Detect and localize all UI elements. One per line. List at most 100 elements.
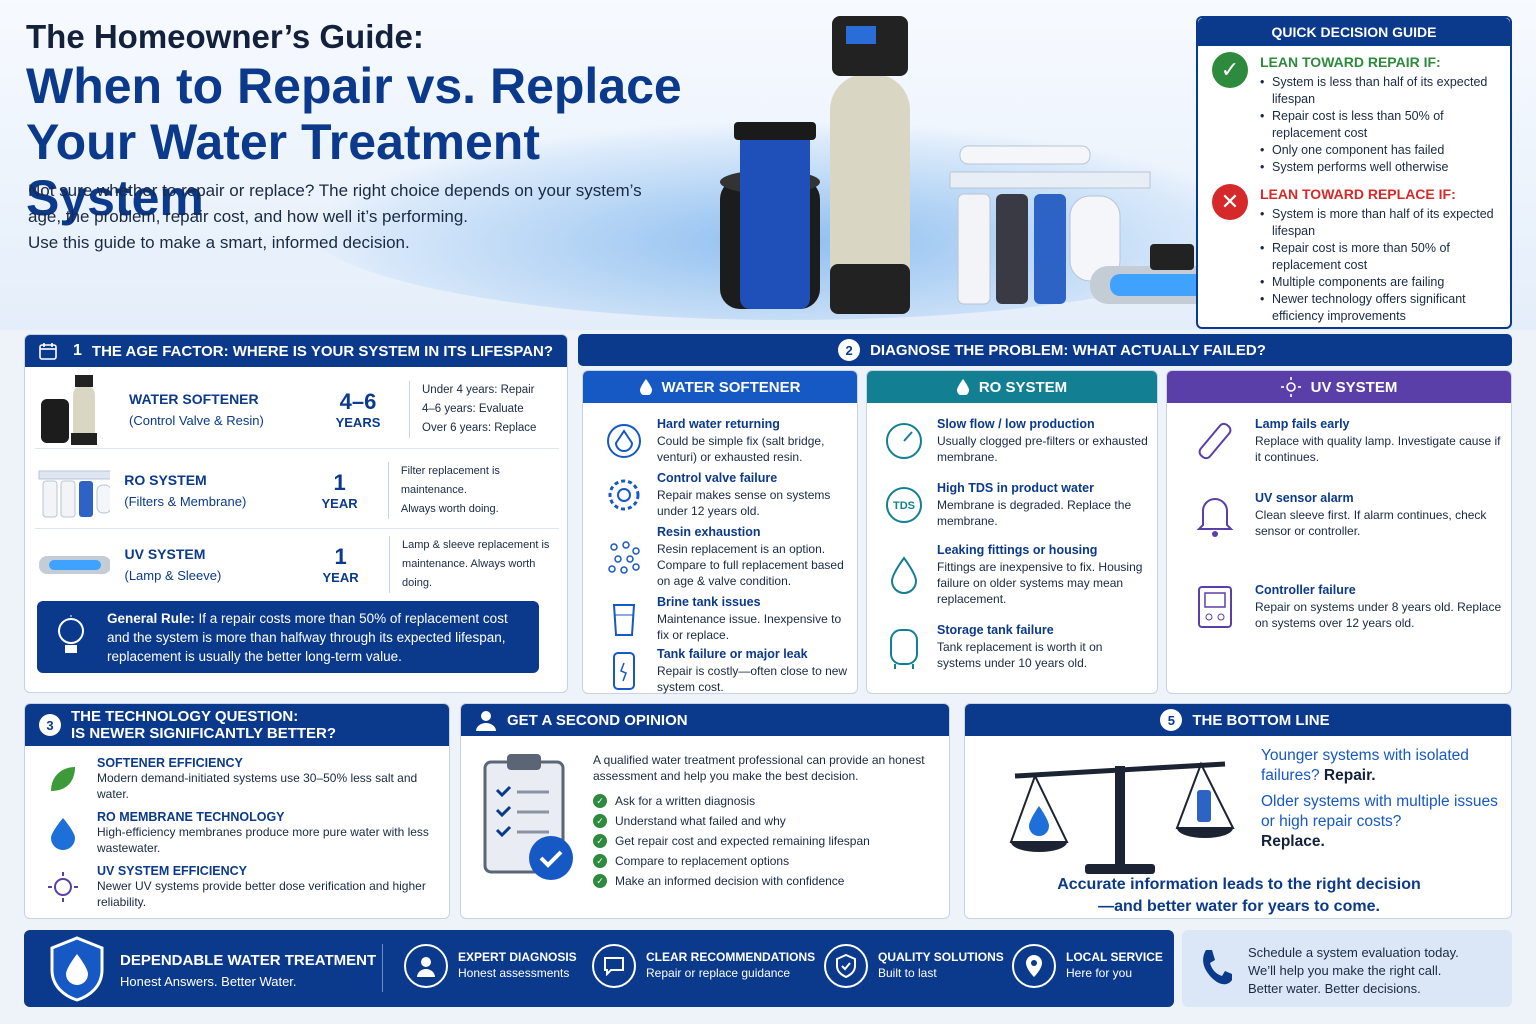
check-icon: ✓ <box>593 874 607 888</box>
age-factor-header: 1 THE AGE FACTOR: WHERE IS YOUR SYSTEM I… <box>25 335 567 367</box>
age-note: 4–6 years: Evaluate <box>422 403 524 415</box>
item-text: Usually clogged pre-filters or exhausted… <box>937 434 1148 464</box>
lifespan-value: 1 <box>334 543 347 569</box>
bottom-line-repair: Younger systems with isolated failures? … <box>1261 746 1501 786</box>
technology-section: 3 THE TECHNOLOGY QUESTION: IS NEWER SIGN… <box>24 703 450 919</box>
footer-brand: DEPENDABLE WATER TREATMENT <box>120 952 377 969</box>
general-rule-text: If a repair costs more than 50% of repla… <box>107 611 508 664</box>
replace-heading: LEAN TOWARD REPLACE IF: <box>1260 186 1456 202</box>
item-text: Could be simple fix (salt bridge, ventur… <box>657 434 825 464</box>
repair-item: System is less than half of its expected… <box>1260 74 1506 108</box>
title-line-1: When to Repair vs. Replace <box>26 58 682 114</box>
diagnose-header: 2 DIAGNOSE THE PROBLEM: WHAT ACTUALLY FA… <box>578 334 1512 366</box>
checklist-item: ✓Compare to replacement options <box>593 854 870 868</box>
water-drop-icon <box>639 379 652 395</box>
general-rule-label: General Rule: <box>107 611 195 626</box>
item-text: Repair makes sense on systems under 12 y… <box>657 488 831 518</box>
second-opinion-title: GET A SECOND OPINION <box>507 711 688 729</box>
item-heading: Controller failure <box>1255 583 1356 597</box>
item-text: Repair is costly—often close to new syst… <box>657 664 848 694</box>
age-row-uv: UV SYSTEM (Lamp & Sleeve) 1 YEAR Lamp & … <box>35 531 559 597</box>
item-text: Tank replacement is worth it on systems … <box>937 640 1103 670</box>
water-drop-icon <box>43 810 83 856</box>
footer-item-title: LOCAL SERVICE <box>1066 950 1163 964</box>
replace-item: Newer technology offers significant effi… <box>1260 291 1506 325</box>
tds-label: TDS <box>893 500 915 512</box>
controller-icon <box>1187 583 1243 631</box>
intro-line-1: Not sure whether to repair or replace? T… <box>28 181 642 200</box>
check-icon: ✓ <box>593 834 607 848</box>
bottom-line-header: 5 THE BOTTOM LINE <box>965 704 1511 736</box>
replace-answer: Replace. <box>1261 833 1325 850</box>
quick-guide-header: QUICK DECISION GUIDE <box>1198 18 1510 46</box>
item-text: Replace with quality lamp. Investigate c… <box>1255 434 1501 464</box>
replace-x-icon: ✕ <box>1212 184 1248 220</box>
age-row-subtitle: (Control Valve & Resin) <box>129 413 264 428</box>
softener-column-header: WATER SOFTENER <box>583 371 857 403</box>
intro-line-2: age, the problem, repair cost, and how w… <box>28 207 469 226</box>
repair-check-icon: ✓ <box>1212 52 1248 88</box>
technology-title-1: THE TECHNOLOGY QUESTION: <box>71 708 299 725</box>
footer-item-text: Honest assessments <box>458 966 570 980</box>
footer-item-text: Built to last <box>878 966 937 980</box>
uv-column-title: UV SYSTEM <box>1310 378 1398 396</box>
age-row-subtitle: (Filters & Membrane) <box>124 494 247 509</box>
checklist-item: ✓ Make an informed decision with confiden… <box>593 874 870 888</box>
repair-question: Younger systems with isolated failures? <box>1261 747 1469 784</box>
page-kicker: The Homeowner’s Guide: <box>26 18 424 55</box>
intro-line-3: Use this guide to make a smart, informed… <box>28 233 410 252</box>
lightbulb-icon <box>53 615 89 657</box>
shield-drop-icon <box>48 936 106 1002</box>
age-note: Always worth doing. <box>400 503 499 515</box>
equipment-illustration <box>720 16 1240 314</box>
item-heading: UV SYSTEM EFFICIENCY <box>97 864 248 878</box>
storage-tank-icon <box>883 623 925 671</box>
brine-tank-icon <box>603 595 645 643</box>
footer-tagline: Honest Answers. Better Water. <box>120 974 297 989</box>
valve-gear-icon <box>603 471 645 519</box>
section-number: 1 <box>73 342 82 359</box>
repair-item: Only one component has failed <box>1260 142 1506 159</box>
second-opinion-checklist: ✓Ask for a written diagnosis ✓Understand… <box>593 794 870 894</box>
item-heading: Storage tank failure <box>937 623 1054 637</box>
uv-thumbnail <box>39 556 111 574</box>
item-text: High-efficiency membranes produce more p… <box>97 825 429 855</box>
balance-scale-icon <box>1005 746 1235 876</box>
age-note: Lamp & sleeve replacement is <box>402 538 550 551</box>
lifespan-unit: YEAR <box>321 496 358 511</box>
replace-question: Older systems with multiple issues or hi… <box>1261 793 1498 830</box>
checklist-text: Make an informed decision with confidenc… <box>615 874 845 888</box>
expert-person-icon <box>404 944 448 988</box>
diagnose-title: DIAGNOSE THE PROBLEM: WHAT ACTUALLY FAIL… <box>870 341 1266 359</box>
tds-meter-icon: TDS <box>883 481 925 529</box>
shield-check-icon <box>824 944 868 988</box>
second-opinion-header: GET A SECOND OPINION <box>461 704 949 736</box>
age-factor-section: 1 THE AGE FACTOR: WHERE IS YOUR SYSTEM I… <box>24 334 568 693</box>
phone-icon <box>1198 948 1232 988</box>
age-row-subtitle: (Lamp & Sleeve) <box>124 567 222 583</box>
item-text: Repair on systems under 8 years old. Rep… <box>1255 600 1502 630</box>
age-row-ro: RO SYSTEM (Filters & Membrane) 1 YEAR Fi… <box>35 453 559 529</box>
item-text: Modern demand-initiated systems use 30–5… <box>97 771 418 801</box>
item-heading: Tank failure or major leak <box>657 647 808 661</box>
age-note: Under 4 years: Repair <box>422 384 535 396</box>
footer-item-title: EXPERT DIAGNOSIS <box>458 950 577 964</box>
footer-item-title: QUALITY SOLUTIONS <box>878 950 1004 964</box>
replace-item: Multiple components are failing <box>1260 274 1506 291</box>
section-number: 2 <box>838 339 861 361</box>
leaf-icon <box>43 756 83 802</box>
intro-text: Not sure whether to repair or replace? T… <box>28 178 688 256</box>
footer-divider <box>382 944 383 992</box>
general-rule-callout: General Rule: If a repair costs more tha… <box>37 601 539 673</box>
bottom-line-title: THE BOTTOM LINE <box>1192 711 1330 729</box>
item-heading: Lamp fails early <box>1255 417 1350 431</box>
